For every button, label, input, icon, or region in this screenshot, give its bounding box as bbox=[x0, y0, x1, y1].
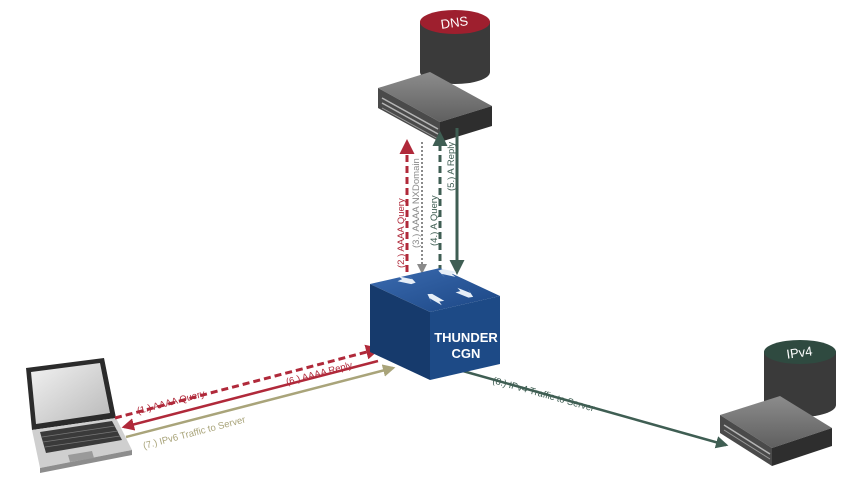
label-a-query: (4.) A Query bbox=[429, 195, 440, 246]
ipv4-label: IPv4 bbox=[785, 343, 813, 361]
arrow-ipv6-traffic bbox=[125, 364, 396, 439]
label-aaaa-query-client: (1.) AAAA Query bbox=[136, 389, 206, 417]
label-a-reply: (5.) A Reply bbox=[446, 142, 457, 191]
arrow-ipv4-traffic bbox=[444, 364, 729, 449]
dns-label: DNS bbox=[440, 13, 470, 32]
thunder-cgn-device: THUNDER CGN bbox=[370, 268, 500, 380]
arrow-aaaa-query-client bbox=[114, 344, 381, 420]
label-aaaa-nxdomain: (3.) AAAA NXDomain bbox=[411, 158, 422, 248]
arrow-aaaa-reply bbox=[121, 359, 379, 431]
router-arrows-icon bbox=[397, 269, 474, 306]
cgn-label-line2: CGN bbox=[452, 346, 481, 361]
laptop-client bbox=[26, 358, 132, 473]
cgn-label-line1: THUNDER bbox=[434, 330, 498, 345]
ipv4-server bbox=[720, 396, 832, 466]
dns-server bbox=[378, 72, 492, 142]
label-aaaa-query-dns: (2.) AAAA Query bbox=[396, 198, 407, 268]
label-ipv4-traffic: (8.) IPv4 Traffic to Server bbox=[491, 375, 595, 414]
dns-database: DNS bbox=[420, 10, 490, 84]
